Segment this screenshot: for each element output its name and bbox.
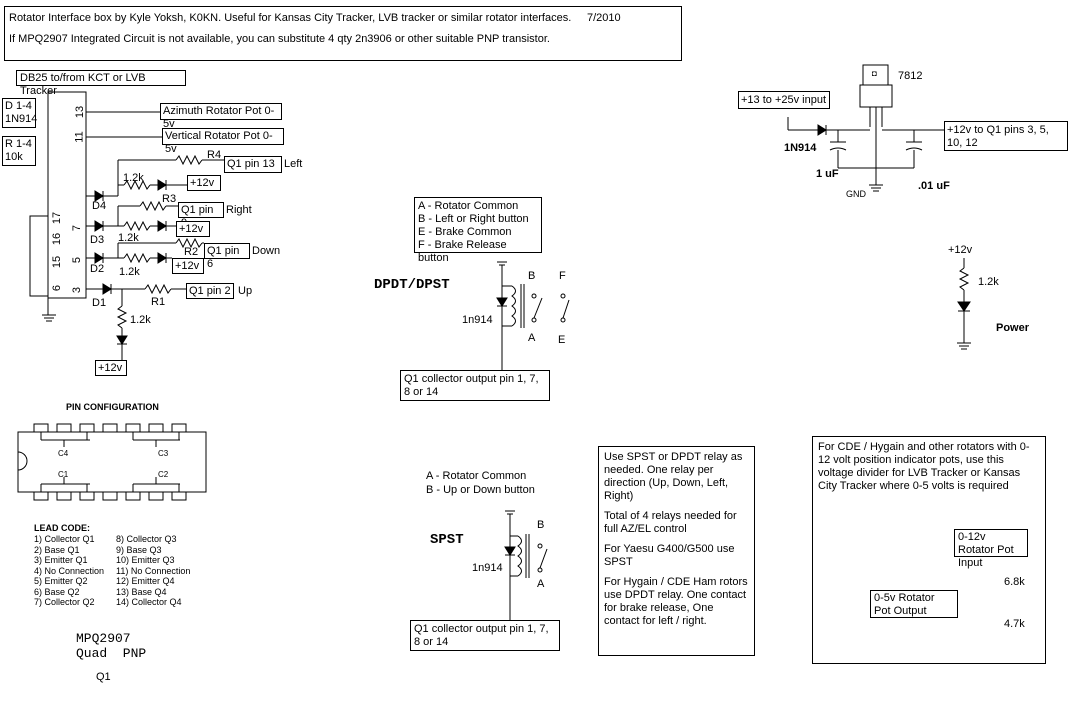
db25-header: DB25 to/from KCT or LVB Tracker: [16, 70, 186, 97]
power-supply-label: +12v: [948, 244, 973, 256]
db25-pin-15: 15: [51, 255, 64, 269]
title-line-1: Rotator Interface box by Kyle Yoksh, K0K…: [9, 12, 572, 24]
d3-label: D3: [90, 234, 105, 246]
title-date: 7/2010: [587, 12, 621, 24]
pin-config-heading: PIN CONFIGURATION: [66, 402, 159, 412]
pot-up-label: 1.2k: [130, 314, 151, 326]
dpdt-diode-label: 1n914: [462, 314, 493, 326]
d2-label: D2: [90, 263, 105, 275]
db25-pin-11: 11: [73, 131, 86, 143]
divider-r-bottom-label: 4.7k: [1004, 618, 1025, 630]
dpdt-output-box: Q1 collector output pin 1, 7, 8 or 14: [400, 370, 550, 401]
regulator-ic-label: 7812: [898, 70, 923, 82]
supply-right-box: +12v: [176, 221, 210, 237]
divider-output-box: 0-5v Rotator Pot Output: [870, 590, 958, 618]
db25-pin-7: 7: [71, 224, 84, 232]
pot-right-label: 1.2k: [118, 232, 139, 244]
pot-left-label: 1.2k: [123, 172, 144, 184]
cap1-label: 1 uF: [816, 168, 839, 180]
r3-label: R3: [162, 193, 177, 205]
db25-pin-3: 3: [71, 286, 84, 294]
dir-right-label: Right: [226, 204, 252, 216]
dpdt-legend: A - Rotator Common B - Left or Right but…: [414, 197, 542, 264]
dpdt-title: DPDT/DPST: [374, 277, 450, 293]
divider-r-top-label: 6.8k: [1004, 576, 1025, 588]
db25-pin-6: 6: [51, 284, 64, 292]
lead-code-left: 1) Collector Q1 2) Base Q1 3) Emitter Q1…: [34, 534, 105, 607]
d4-label: D4: [92, 200, 107, 212]
power-resistor-label: 1.2k: [978, 276, 999, 288]
part-designator: Q1: [96, 671, 111, 683]
q1-pin-9-box: Q1 pin 9: [178, 202, 224, 229]
db25-pin-13: 13: [74, 105, 87, 119]
channel-up-wiring: [86, 283, 186, 360]
q1-pin-6-box: Q1 pin 6: [204, 243, 250, 270]
diode-note: D 1-4 1N914: [2, 98, 37, 128]
part-number: MPQ2907: [76, 631, 131, 646]
vertical-pot-label: Vertical Rotator Pot 0-5v: [162, 128, 284, 155]
resistor-note: R 1-4 10k: [2, 136, 36, 166]
spst-legend-a: A - Rotator Common: [426, 470, 527, 482]
ic-transistor-c4: C4: [58, 449, 69, 458]
power-indicator-wiring: [957, 258, 971, 350]
title-box: Rotator Interface box by Kyle Yoksh, K0K…: [4, 6, 682, 61]
channel-left-wiring: [86, 154, 224, 202]
dpdt-contact-e: E: [558, 334, 566, 346]
dir-down-label: Down: [252, 245, 281, 257]
spst-legend-b: B - Up or Down button: [426, 484, 535, 496]
supply-left-box: +12v: [187, 175, 221, 191]
dpdt-contact-a: A: [528, 332, 536, 344]
relay-notes-box: Use SPST or DPDT relay as needed. One re…: [598, 446, 755, 656]
regulator-tab-icon: ◘: [872, 69, 877, 78]
spst-title: SPST: [430, 532, 464, 548]
ic-package: [17, 423, 207, 501]
db25-pin-5: 5: [71, 256, 84, 264]
regulator-wiring: [787, 64, 945, 192]
q1-pin-13-box: Q1 pin 13: [224, 156, 282, 173]
power-label: Power: [996, 322, 1030, 334]
dir-up-label: Up: [238, 285, 253, 297]
db25-pin-16: 16: [51, 232, 64, 246]
channel-down-wiring: [86, 237, 204, 264]
dpdt-contact-f: F: [559, 270, 566, 282]
gnd-label: GND: [846, 189, 866, 199]
d1-label: D1: [92, 297, 107, 309]
regulator-input-box: +13 to +25v input: [738, 91, 830, 109]
ic-transistor-c1: C1: [58, 470, 69, 479]
lead-code-heading: LEAD CODE:: [34, 523, 90, 533]
r2-label: R2: [184, 246, 199, 258]
r1-label: R1: [151, 296, 166, 308]
regulator-diode-label: 1N914: [784, 142, 817, 154]
part-description: Quad PNP: [76, 646, 147, 661]
db25-connector: [29, 91, 162, 322]
spst-diode-label: 1n914: [472, 562, 503, 574]
divider-input-box: 0-12v Rotator Pot Input: [954, 529, 1028, 569]
r4-label: R4: [207, 149, 222, 161]
db25-pin-17: 17: [51, 211, 64, 225]
spst-output-box: Q1 collector output pin 1, 7, 8 or 14: [410, 620, 560, 651]
divider-note: For CDE / Hygain and other rotators with…: [818, 441, 1030, 492]
dpdt-relay-wiring: [496, 261, 570, 370]
spst-contact-b: B: [537, 519, 545, 531]
dir-left-label: Left: [284, 158, 303, 170]
pot-down-label: 1.2k: [119, 266, 140, 278]
dpdt-contact-b: B: [528, 270, 536, 282]
q1-pin-2-box: Q1 pin 2: [186, 283, 234, 299]
supply-down-box: +12v: [172, 258, 204, 274]
cap2-label: .01 uF: [918, 180, 950, 192]
title-line-2: If MPQ2907 Integrated Circuit is not ava…: [9, 33, 550, 45]
azimuth-pot-label: Azimuth Rotator Pot 0-5v: [160, 103, 282, 130]
ic-transistor-c2: C2: [158, 470, 169, 479]
ic-transistor-c3: C3: [158, 449, 169, 458]
spst-contact-a: A: [537, 578, 545, 590]
regulator-output-box: +12v to Q1 pins 3, 5, 10, 12: [944, 121, 1068, 151]
lead-code-right: 8) Collector Q3 9) Base Q3 10) Emitter Q…: [116, 534, 191, 607]
spst-relay-wiring: [504, 510, 548, 620]
supply-up-box: +12v: [95, 360, 127, 376]
